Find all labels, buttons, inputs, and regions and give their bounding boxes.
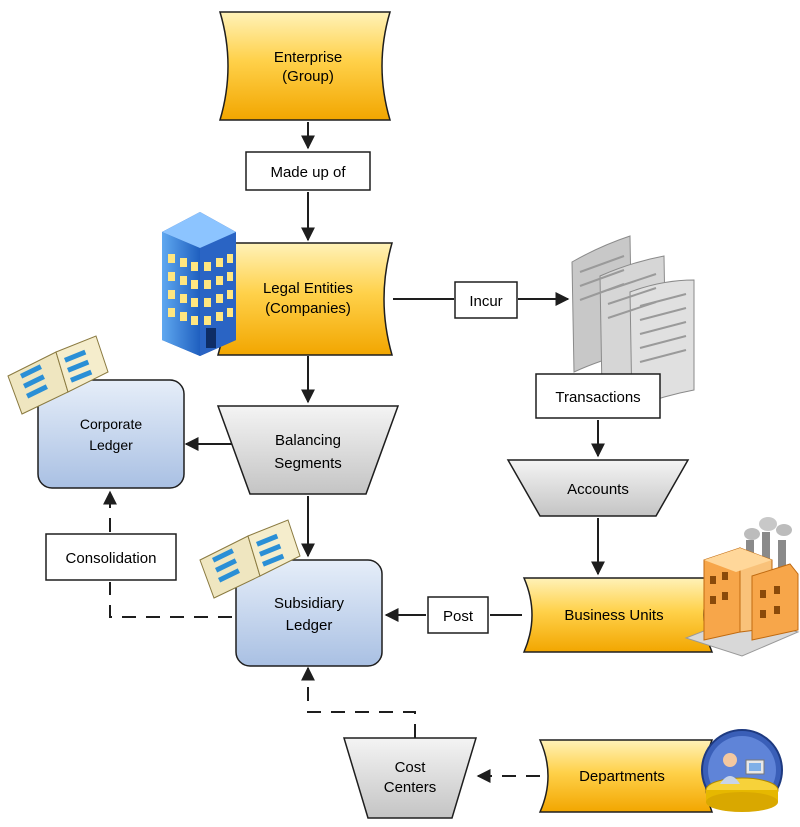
consolidation-box: Consolidation <box>45 533 177 581</box>
post-box: Post <box>427 596 489 634</box>
cost-centers-node: Cost Centers <box>342 737 478 819</box>
corporate-ledger-label-line2: Ledger <box>89 437 133 453</box>
consolidation-label: Consolidation <box>66 550 157 567</box>
cost-centers-label-line2: Centers <box>384 779 437 796</box>
accounts-node: Accounts <box>506 459 690 517</box>
office-building-icon <box>162 212 236 356</box>
legal-entities-label-line1: Legal Entities <box>263 280 353 297</box>
department-desk-icon <box>701 729 783 812</box>
balancing-segments-node: Balancing Segments <box>216 405 400 495</box>
made-up-of-label: Made up of <box>270 164 346 181</box>
balancing-segments-label-line1: Balancing <box>275 432 341 449</box>
corporate-ledger-node: Corporate Ledger <box>37 379 185 489</box>
enterprise-label-line1: Enterprise <box>274 49 342 66</box>
enterprise-label-line2: (Group) <box>282 68 334 85</box>
transactions-label: Transactions <box>555 389 640 406</box>
post-label: Post <box>443 608 474 625</box>
accounts-label: Accounts <box>567 481 629 498</box>
incur-box: Incur <box>454 281 518 319</box>
transactions-box: Transactions <box>535 373 661 419</box>
factory-icon <box>684 517 800 657</box>
dashed-subsidiary-to-consolidation <box>109 582 232 618</box>
incur-label: Incur <box>469 293 502 310</box>
departments-node: Departments <box>538 739 714 813</box>
dashed-costcenters-to-subsidiary <box>301 666 416 738</box>
enterprise-node: Enterprise (Group) <box>218 11 392 121</box>
business-units-node: Business Units <box>522 577 714 653</box>
connectors <box>103 122 605 783</box>
balancing-segments-label-line2: Segments <box>274 455 342 472</box>
made-up-of-box: Made up of <box>245 151 371 191</box>
corporate-ledger-label-line1: Corporate <box>80 416 142 432</box>
legal-entities-node: Legal Entities (Companies) <box>217 242 393 356</box>
legal-entities-label-line2: (Companies) <box>265 300 351 317</box>
subsidiary-ledger-label-line1: Subsidiary <box>274 595 345 612</box>
subsidiary-ledger-node: Subsidiary Ledger <box>235 559 383 667</box>
business-units-label: Business Units <box>564 607 663 624</box>
ledger-book-icon <box>7 335 109 415</box>
departments-label: Departments <box>579 768 665 785</box>
subsidiary-ledger-label-line2: Ledger <box>286 617 333 634</box>
transaction-receipts-icon <box>571 235 695 409</box>
ledger-book-icon <box>199 519 301 599</box>
cost-centers-label-line1: Cost <box>395 759 427 776</box>
